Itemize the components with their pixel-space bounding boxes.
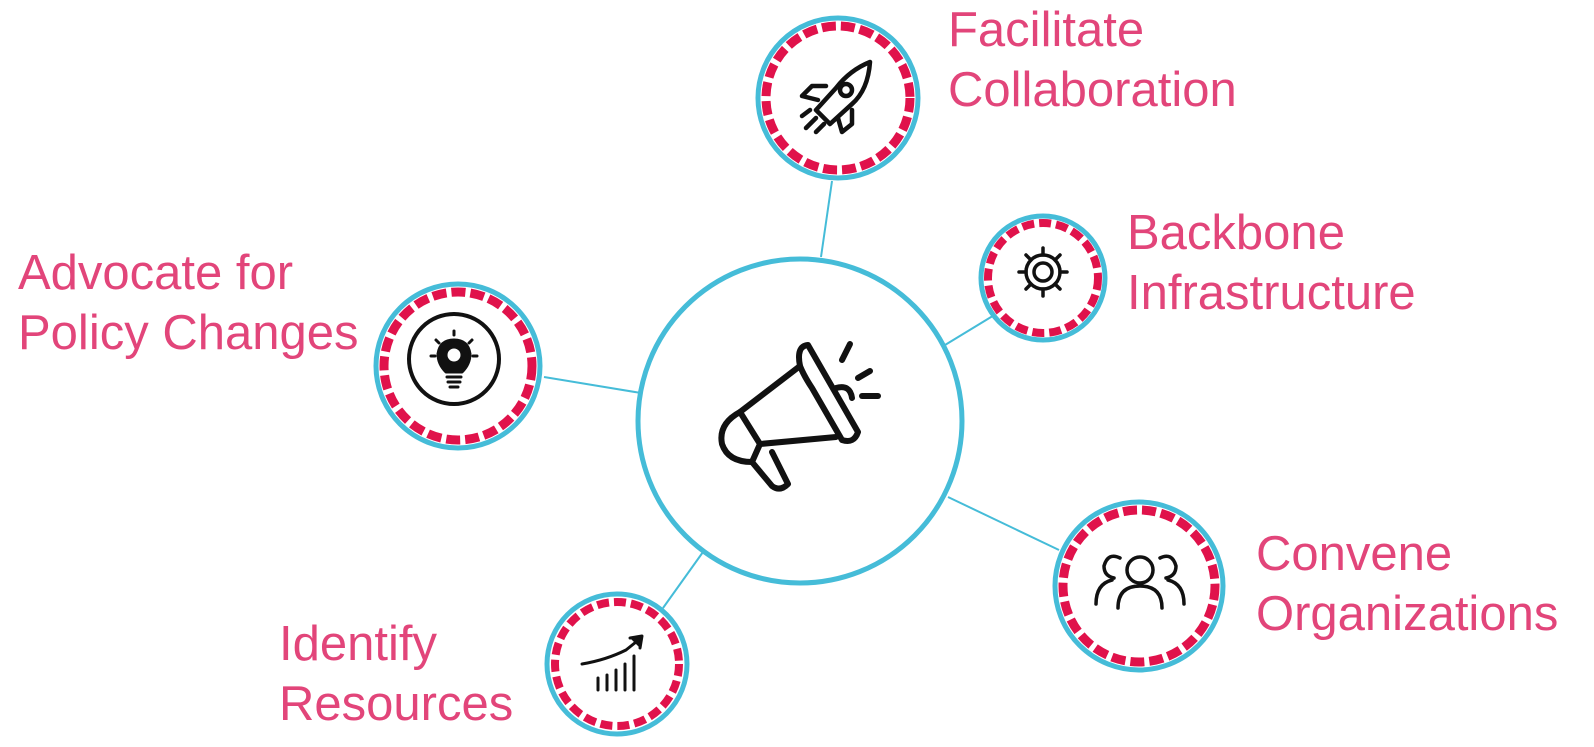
connector-convene xyxy=(947,496,1060,551)
lightbulb-icon xyxy=(429,329,479,389)
connector-backbone xyxy=(944,313,997,346)
node-advocate xyxy=(373,281,543,451)
label-convene-line1: Convene xyxy=(1256,527,1453,581)
label-facilitate: Facilitate Collaboration xyxy=(948,0,1237,120)
label-advocate-line1: Advocate for xyxy=(18,246,294,300)
people-icon xyxy=(1094,554,1186,610)
label-facilitate-line1: Facilitate xyxy=(948,3,1145,57)
node-backbone xyxy=(978,213,1108,343)
label-advocate-line2: Policy Changes xyxy=(18,306,359,360)
node-convene xyxy=(1052,499,1226,673)
connector-facilitate xyxy=(820,180,833,258)
label-convene: Convene Organizations xyxy=(1256,524,1558,644)
connector-advocate xyxy=(543,376,642,394)
label-backbone: Backbone Infrastructure xyxy=(1127,203,1416,323)
node-identify xyxy=(544,591,690,737)
growth-chart-icon xyxy=(580,634,644,692)
label-facilitate-line2: Collaboration xyxy=(948,63,1237,117)
central-hub xyxy=(635,256,965,586)
label-advocate: Advocate for Policy Changes xyxy=(18,243,358,363)
label-identify-line2: Resources xyxy=(279,677,514,731)
node-facilitate xyxy=(755,15,921,181)
connectors xyxy=(543,180,1060,609)
gear-icon xyxy=(1017,246,1069,298)
label-convene-line2: Organizations xyxy=(1256,587,1559,641)
label-identify-line1: Identify xyxy=(279,617,437,671)
label-backbone-line1: Backbone xyxy=(1127,206,1345,260)
rocket-icon xyxy=(799,59,873,135)
connector-identify xyxy=(662,551,704,609)
megaphone-icon xyxy=(718,341,881,492)
label-identify: Identify Resources xyxy=(279,614,513,734)
label-backbone-line2: Infrastructure xyxy=(1127,266,1416,320)
